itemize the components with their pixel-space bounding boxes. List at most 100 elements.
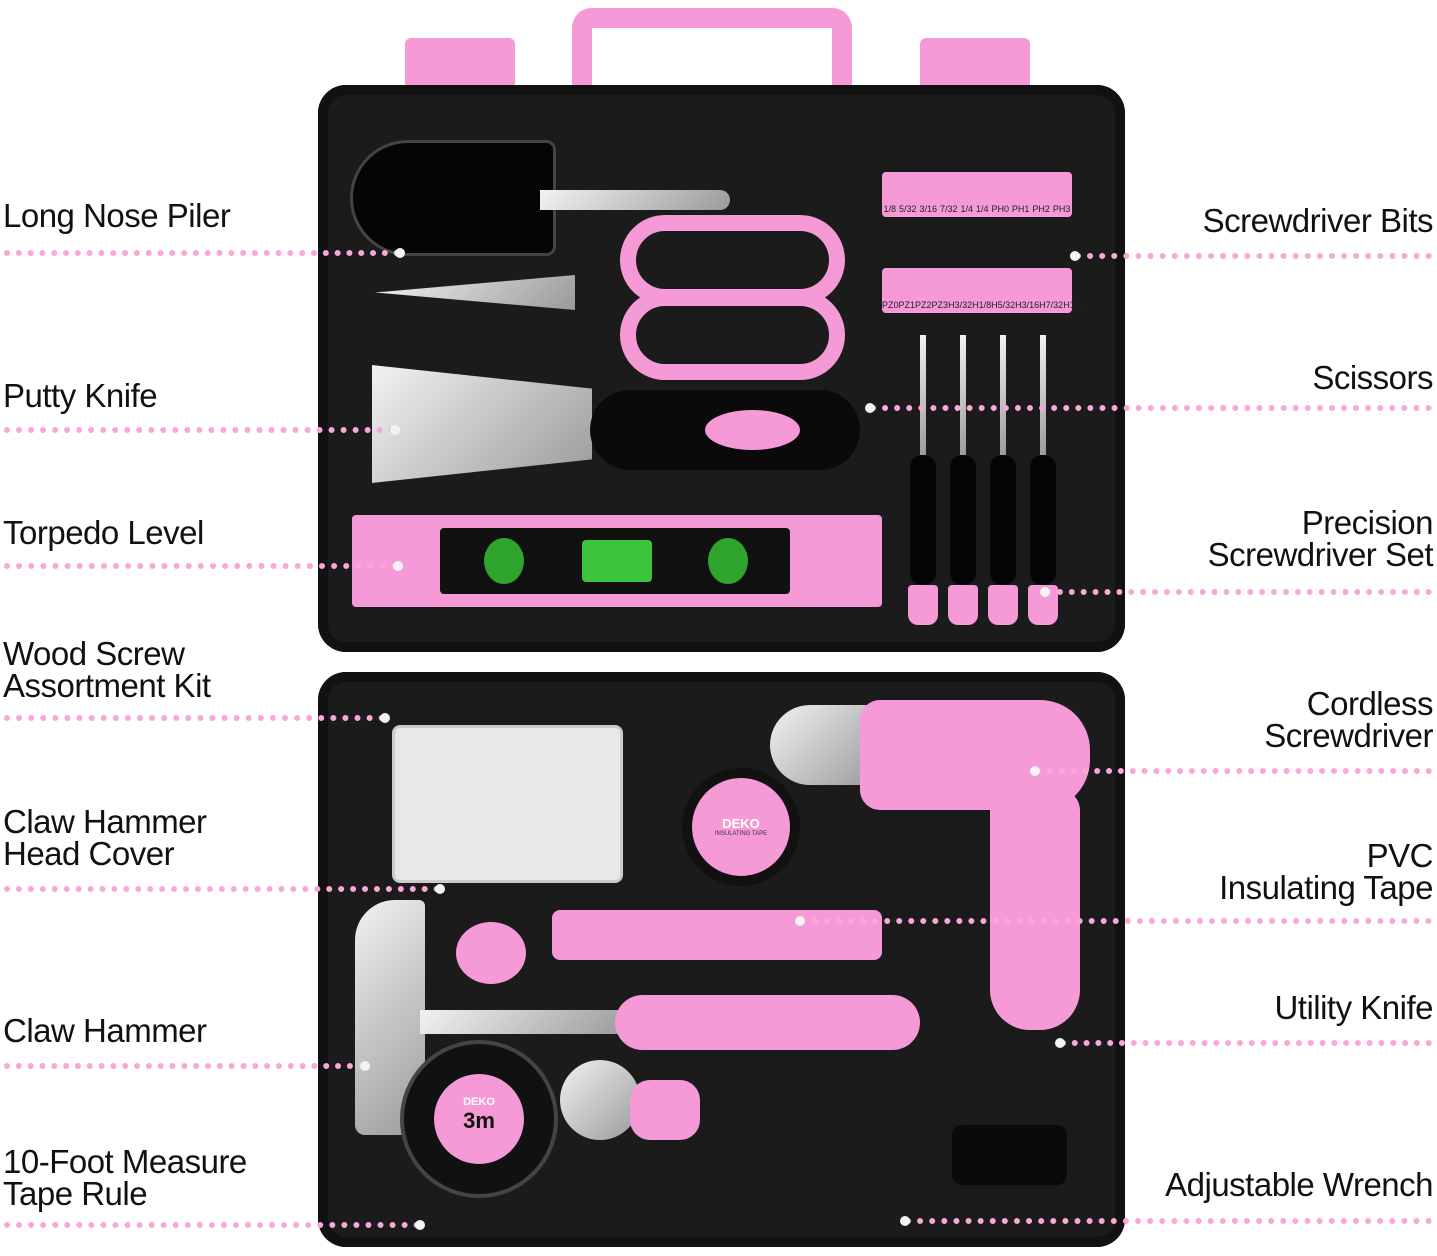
leader-line <box>1060 1040 1432 1046</box>
label-line: Wood Screw <box>3 635 185 672</box>
leader-line <box>4 250 400 256</box>
label-putty-knife: Putty Knife <box>3 377 158 414</box>
label-line: PVC <box>1366 837 1434 874</box>
bit-size-label: H3/16 <box>1015 300 1040 310</box>
leader-line <box>4 715 385 721</box>
level-vial <box>484 538 524 584</box>
label-line: Cordless <box>1306 685 1434 722</box>
precision-screwdriver-cap <box>988 585 1018 625</box>
leader-line <box>905 1218 1432 1224</box>
precision-screwdriver-handle <box>990 455 1016 585</box>
label-line: Screwdriver Set <box>1207 536 1434 573</box>
bit-size-label: H5/32 <box>991 300 1016 310</box>
tape-brand: DEKO <box>722 816 760 831</box>
precision-screwdriver-cap <box>948 585 978 625</box>
bit-size-label: H1/8 <box>972 300 992 310</box>
measure-tape-brand: DEKO <box>463 1096 495 1108</box>
bit-size-label: 3/16 <box>919 204 937 214</box>
putty-knife-grip <box>705 410 800 450</box>
bit-size-label: PH1 <box>1011 204 1030 214</box>
bit-size-label: PZ3 <box>931 300 949 310</box>
leader-pin <box>435 884 445 894</box>
level-vial <box>708 538 748 584</box>
label-line: Adjustable Wrench <box>1165 1166 1433 1203</box>
leader-line <box>1035 768 1432 774</box>
leader-line <box>4 563 398 569</box>
bit-size-label: H1/4 <box>1063 300 1083 310</box>
bit-size-label: PZ2 <box>915 300 932 310</box>
precision-screwdriver-shaft <box>920 335 926 455</box>
label-line: Tape Rule <box>3 1175 148 1212</box>
label-line: Scissors <box>1312 359 1433 396</box>
bit-size-label: PH2 <box>1032 204 1050 214</box>
bit-size-label: PH3 <box>1052 204 1071 214</box>
precision-screwdriver-shaft <box>1000 335 1006 455</box>
bit-size-label: 1/4 <box>960 204 973 214</box>
level-vial <box>582 540 652 582</box>
bit-size-label: 7/32 <box>939 204 958 214</box>
claw-hammer-handle <box>615 995 920 1050</box>
label-line: Screwdriver Bits <box>1202 202 1434 239</box>
leader-pin <box>900 1216 910 1226</box>
leader-line <box>870 405 1432 411</box>
case-handle <box>572 8 852 108</box>
bit-size-label: PZ1 <box>898 300 916 310</box>
bit-size-label: 1/8 <box>883 204 896 214</box>
label-line: Torpedo Level <box>3 514 204 551</box>
leader-line <box>1075 253 1432 259</box>
leader-pin <box>395 248 405 258</box>
label-line: Utility Knife <box>1274 989 1433 1026</box>
bit-size-label: PZ0 <box>882 300 899 310</box>
precision-screwdriver-handle <box>950 455 976 585</box>
claw-hammer-shaft <box>420 1010 630 1034</box>
measure-tape-body: DEKO 3m <box>400 1040 558 1198</box>
adjustable-wrench-head <box>560 1060 640 1140</box>
leader-pin <box>1070 251 1080 261</box>
tape-label: INSULATING TAPE <box>714 831 768 837</box>
leader-line <box>4 1063 365 1069</box>
label-line: Insulating Tape <box>1219 869 1433 906</box>
label-line: Head Cover <box>3 835 175 872</box>
leader-line <box>4 1222 420 1228</box>
leader-pin <box>393 561 403 571</box>
label-long-nose-plier: Long Nose Piler <box>3 197 231 234</box>
label-line: Putty Knife <box>3 377 158 414</box>
label-torpedo-level: Torpedo Level <box>3 514 204 551</box>
hammer-head-cover <box>456 922 526 984</box>
precision-screwdriver-shaft <box>960 335 966 455</box>
plier-handle <box>350 140 556 256</box>
label-line: Screwdriver <box>1264 717 1433 754</box>
label-line: Precision <box>1301 504 1434 541</box>
label-line: Long Nose Piler <box>3 197 231 234</box>
label-screwdriver-bits: Screwdriver Bits <box>1202 202 1434 239</box>
label-line: Claw Hammer <box>3 803 207 840</box>
leader-line <box>1045 589 1432 595</box>
leader-pin <box>1055 1038 1065 1048</box>
charger <box>952 1125 1067 1185</box>
precision-screwdriver-shaft <box>1040 335 1046 455</box>
label-line: Assortment Kit <box>3 667 211 704</box>
bit-size-label: H7/32 <box>1039 300 1064 310</box>
bit-size-label: PH0 <box>991 204 1009 214</box>
precision-screwdriver-cap <box>908 585 938 625</box>
leader-pin <box>415 1220 425 1230</box>
leader-pin <box>795 916 805 926</box>
plier-jaw <box>540 190 730 210</box>
leader-pin <box>360 1061 370 1071</box>
leader-pin <box>390 425 400 435</box>
adjustable-wrench-handle <box>630 1080 700 1140</box>
measure-tape-size: 3m <box>463 1108 495 1133</box>
leader-pin <box>380 713 390 723</box>
bit-size-label: H3/32 <box>948 300 973 310</box>
bit-size-label: 1/4 <box>975 204 989 214</box>
label-adjustable-wrench: Adjustable Wrench <box>1165 1166 1433 1203</box>
